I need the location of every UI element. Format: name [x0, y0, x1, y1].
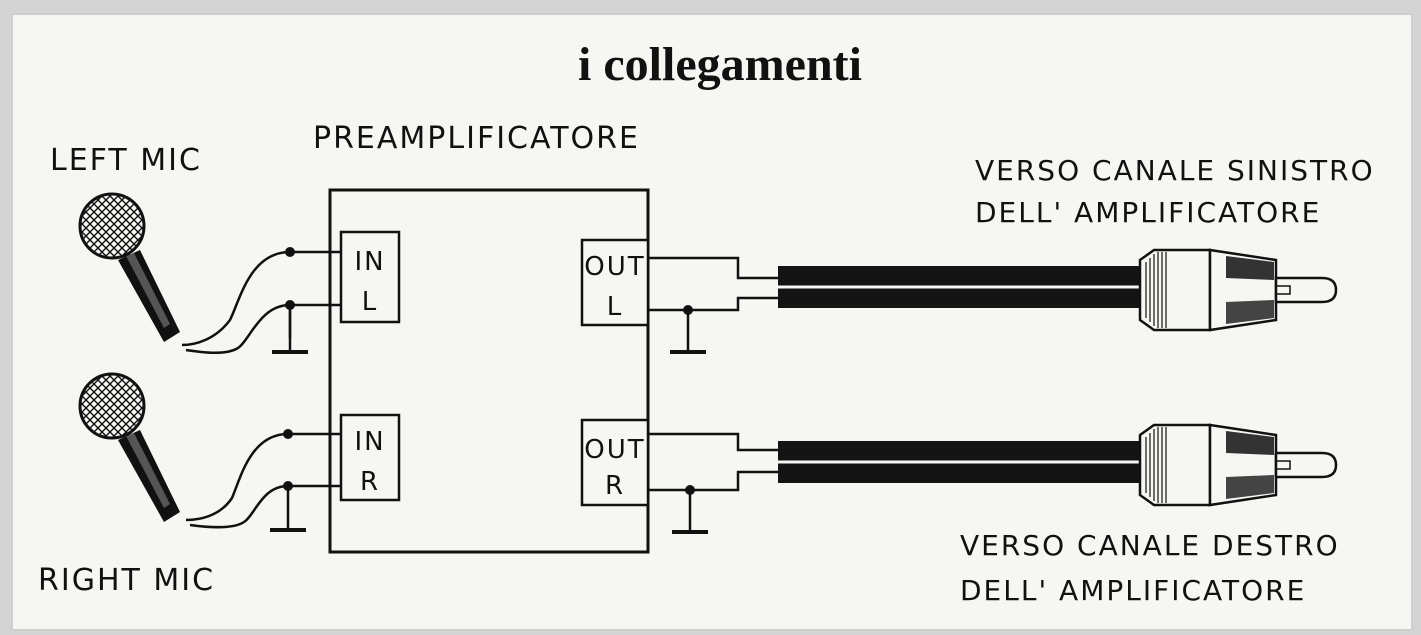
jack-out-r-line2: R — [605, 471, 625, 501]
left-out-label-line2: DELL' AMPLIFICATORE — [975, 196, 1321, 229]
junction-dot — [283, 429, 293, 439]
right-out-label-line2: DELL' AMPLIFICATORE — [960, 574, 1306, 607]
jack-out-l: OUT L — [580, 238, 650, 327]
right-input-wiring — [185, 432, 341, 529]
left-out-label-line1: VERSO CANALE SINISTRO — [975, 154, 1375, 187]
right-out-label-line1: VERSO CANALE DESTRO — [960, 529, 1340, 562]
jack-in-r-line1: IN — [354, 427, 385, 457]
jack-in-l: IN L — [339, 230, 401, 324]
jack-in-r: IN R — [339, 413, 401, 502]
jack-in-l-line1: IN — [354, 247, 385, 277]
junction-dot — [285, 247, 295, 257]
left-mic-label: LEFT MIC — [50, 143, 202, 178]
jack-in-l-line2: L — [362, 287, 379, 317]
preamp-label: PREAMPLIFICATORE — [313, 121, 640, 156]
junction-dot — [285, 300, 295, 310]
jack-out-l-line1: OUT — [584, 252, 645, 282]
left-output-cable — [778, 266, 1144, 308]
jack-out-r-line1: OUT — [584, 435, 645, 465]
junction-dot — [283, 481, 293, 491]
preamplifier-box — [328, 188, 650, 554]
right-mic-label: RIGHT MIC — [38, 563, 215, 598]
jack-in-r-line2: R — [360, 467, 380, 497]
diagram-title: i collegamenti — [578, 38, 862, 91]
jack-out-l-line2: L — [607, 292, 624, 322]
right-output-cable — [778, 441, 1144, 483]
jack-out-r: OUT R — [580, 418, 650, 507]
